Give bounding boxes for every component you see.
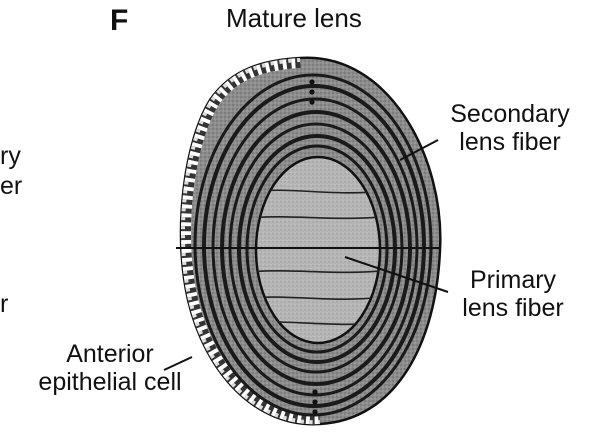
primary-fiber-core [256, 157, 380, 343]
secondary-lens-fiber-label: Secondary lens fiber [430, 100, 590, 156]
anterior-epithelial-cell-label: Anterior epithelial cell [10, 340, 210, 396]
primary-lens-fiber-label: Primary lens fiber [438, 266, 588, 322]
